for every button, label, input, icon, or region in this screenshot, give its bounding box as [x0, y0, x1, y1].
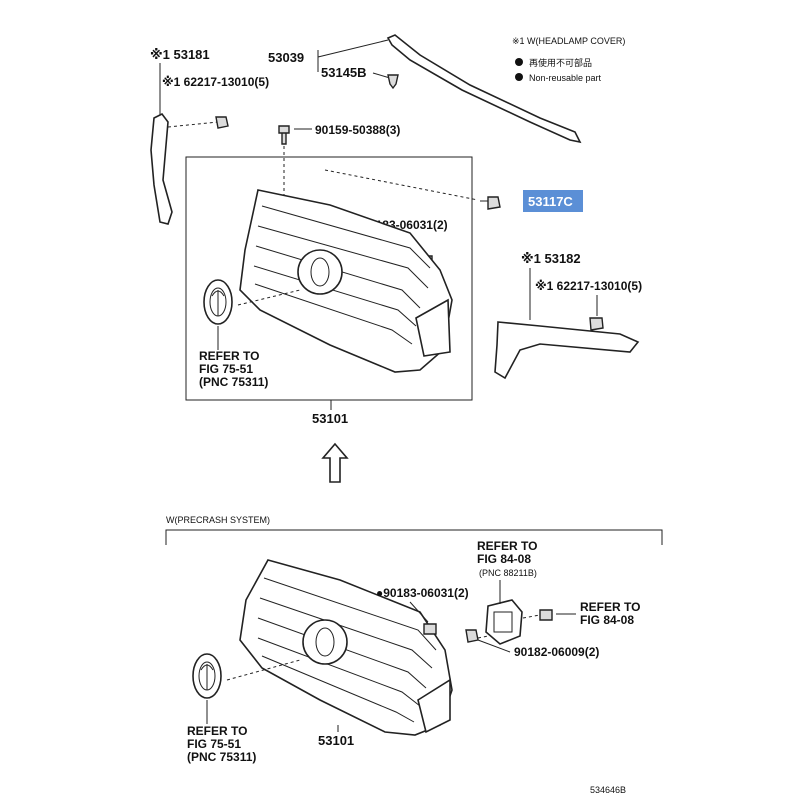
- grille-center-ring: [297, 249, 343, 295]
- refer-sensor-3[interactable]: (PNC 88211B): [479, 568, 537, 578]
- clip-left[interactable]: [215, 116, 229, 129]
- refer-sensor-2[interactable]: FIG 84-08: [477, 552, 531, 566]
- leader-clip-left: [167, 121, 219, 128]
- grille-corner: [415, 298, 451, 357]
- label-grille-lower[interactable]: 53101: [318, 733, 354, 748]
- section-bracket: [165, 529, 663, 545]
- grille-slats: [253, 205, 431, 345]
- side-garnish-left[interactable]: [150, 112, 173, 225]
- headlamp-molding-strip[interactable]: [386, 34, 582, 144]
- grille-upper[interactable]: [239, 189, 453, 373]
- grille-center-inner: [310, 257, 330, 287]
- label-clip-left[interactable]: ※1 62217-13010(5): [162, 75, 269, 89]
- clip-grille[interactable]: [423, 623, 437, 635]
- sensor-bolt-axis: [522, 614, 541, 619]
- refer-emblem-1[interactable]: REFER TO: [187, 724, 247, 738]
- emblem-lower[interactable]: [192, 653, 222, 699]
- refer-emblem-1[interactable]: REFER TO: [199, 349, 259, 363]
- bolt[interactable]: [278, 125, 290, 145]
- grille-frame-box: [185, 156, 473, 401]
- lower-assembly: W(PRECRASH SYSTEM) REFER TO FIG 75-51 (P…: [165, 515, 663, 764]
- refer-sensor-1[interactable]: REFER TO: [477, 539, 537, 553]
- emblem-axis: [237, 289, 301, 306]
- toyota-logo-icon: [200, 664, 214, 690]
- figure-id: 534646B: [590, 785, 626, 795]
- grille-slats: [257, 577, 437, 723]
- leader-nut: [477, 639, 511, 653]
- label-53039[interactable]: 53039: [268, 50, 304, 65]
- label-53181[interactable]: ※1 53181: [150, 47, 210, 62]
- refer-emblem-3[interactable]: (PNC 75311): [199, 375, 268, 389]
- grille-center-inner: [315, 627, 335, 657]
- refer-emblem-3[interactable]: (PNC 75311): [187, 750, 256, 764]
- label-grille-upper[interactable]: 53101: [312, 411, 348, 426]
- refer-emblem-2[interactable]: FIG 75-51: [199, 362, 253, 376]
- non-reusable-dot-icon: [515, 73, 523, 81]
- sensor-face: [493, 611, 513, 633]
- bracket-53117c[interactable]: [487, 196, 501, 210]
- refer-side-1[interactable]: REFER TO: [580, 600, 640, 614]
- emblem-upper[interactable]: [203, 279, 233, 325]
- clip-right[interactable]: [589, 317, 604, 331]
- label-clip-grille[interactable]: ●90183-06031(2): [376, 586, 469, 600]
- leader-53145b: [372, 72, 391, 79]
- precrash-sensor[interactable]: [485, 599, 523, 645]
- leader-clip-grille: [409, 601, 429, 623]
- refer-emblem-2[interactable]: FIG 75-51: [187, 737, 241, 751]
- bracket-axis: [324, 169, 479, 201]
- upper-assembly: 53039 53145B ※1 53181 ※1 62217-13010(5) …: [150, 34, 642, 483]
- refer-side-2[interactable]: FIG 84-08: [580, 613, 634, 627]
- leader-53039: [317, 39, 389, 72]
- emblem-axis: [226, 659, 301, 681]
- grille-corner: [417, 678, 451, 734]
- legend-note-headlamp: ※1 W(HEADLAMP COVER): [512, 36, 625, 46]
- non-reusable-dot-icon: [515, 58, 523, 66]
- sensor-body: [485, 599, 523, 645]
- label-53145b[interactable]: 53145B: [321, 65, 367, 80]
- legend: ※1 W(HEADLAMP COVER) 再使用不可部品 Non-reusabl…: [512, 36, 625, 83]
- side-garnish-right[interactable]: [494, 321, 640, 380]
- arrow-up-icon: [321, 442, 349, 483]
- label-53182[interactable]: ※1 53182: [521, 251, 581, 266]
- section-title-precrash: W(PRECRASH SYSTEM): [166, 515, 270, 525]
- sensor-nut[interactable]: [465, 629, 479, 643]
- legend-non-reusable-jp: 再使用不可部品: [529, 57, 592, 68]
- legend-non-reusable-en: Non-reusable part: [529, 73, 602, 83]
- toyota-logo-icon: [211, 290, 225, 316]
- nut-axis: [477, 635, 489, 639]
- label-53117c[interactable]: 53117C: [528, 194, 573, 209]
- label-nut[interactable]: 90182-06009(2): [514, 645, 599, 659]
- sensor-bolt[interactable]: [539, 609, 553, 621]
- label-53117c-highlight: [523, 190, 583, 212]
- label-bolt[interactable]: 90159-50388(3): [315, 123, 400, 137]
- grille-lower[interactable]: [239, 559, 453, 736]
- grille-center-ring: [302, 619, 348, 665]
- molding-clip[interactable]: [387, 74, 399, 90]
- label-clip-right[interactable]: ※1 62217-13010(5): [535, 279, 642, 293]
